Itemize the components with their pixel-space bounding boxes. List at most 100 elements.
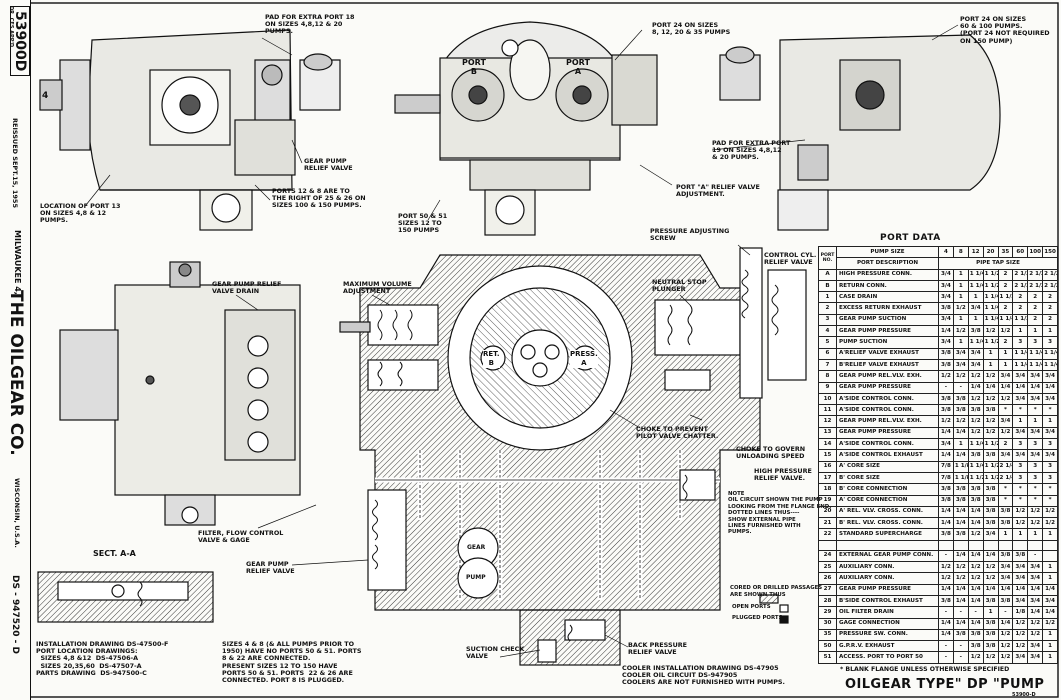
pipe-tap-cell: 1 1/2: [982, 279, 999, 293]
pipe-tap-cell: 3/4: [997, 449, 1014, 462]
pipe-tap-cell: [982, 540, 999, 551]
pipe-tap-cell: 2: [1027, 302, 1044, 315]
sizes-ports-note: SIZES 4 & 8 (& ALL PUMPS PRIOR TO 1950) …: [222, 640, 362, 685]
port-description-cell: GAGE CONNECTION: [836, 617, 939, 630]
pipe-tap-cell: 3/8: [952, 528, 969, 541]
installation-drawings-note: INSTALLATION DRAWING DS-47500-F PORT LOC…: [36, 640, 169, 677]
pipe-tap-cell: 3/8: [997, 549, 1014, 563]
port-a-label: PORT A: [566, 58, 590, 76]
pipe-tap-cell: 2: [997, 279, 1014, 293]
pipe-tap-cell: 3/8: [982, 483, 999, 496]
port-description-cell: [836, 540, 939, 551]
pipe-tap-cell: -: [967, 606, 984, 619]
port-legend-marks: [759, 594, 789, 624]
port-number-cell: 25: [818, 561, 837, 574]
pipe-tap-cell: 3/8: [997, 594, 1014, 608]
pipe-tap-cell: *: [1042, 494, 1058, 507]
pipe-tap-cell: 1: [1042, 628, 1058, 642]
pipe-tap-cell: -: [952, 381, 969, 394]
pipe-tap-cell: 1: [997, 528, 1014, 541]
pipe-tap-cell: *: [997, 494, 1014, 507]
port-number-cell: 20: [818, 505, 837, 519]
port-description-cell: GEAR PUMP PRESSURE: [836, 325, 939, 338]
pipe-tap-cell: 3: [1042, 438, 1058, 451]
port-description-cell: A' CORE SIZE: [836, 460, 939, 473]
port-description-cell: B'RELIEF VALVE EXHAUST: [836, 358, 939, 372]
pipe-tap-cell: 3/8: [967, 449, 984, 462]
port-description-cell: STANDARD SUPERCHARGE: [836, 528, 939, 541]
pipe-tap-cell: 1/2: [952, 370, 969, 383]
port24-large-note: PORT 24 ON SIZES 60 & 100 PUMPS. (PORT 2…: [960, 15, 1050, 45]
pipe-tap-cell: 2: [997, 438, 1014, 451]
pipe-tap-cell: 1/2: [982, 561, 999, 574]
port-number-cell: B: [818, 279, 837, 293]
pipe-tap-cell: 3/8: [1012, 549, 1029, 563]
pipe-tap-cell: 1/4: [938, 617, 954, 630]
pipe-tap-cell: 1/2: [967, 370, 984, 383]
pipe-tap-cell: 1 1/4: [1012, 358, 1029, 372]
port-number-cell: 6: [818, 347, 837, 360]
port-description-cell: A'SIDE CONTROL CONN.: [836, 438, 939, 451]
pipe-tap-cell: *: [997, 404, 1014, 417]
pipe-tap-cell: 3/4: [1027, 392, 1044, 406]
pipe-tap-cell: -: [952, 651, 969, 664]
pipe-tap-cell: 1/4: [967, 549, 984, 563]
size-col: 100: [1027, 245, 1044, 259]
ret-b-label: RET. B: [483, 350, 500, 368]
port-description-cell: A'RELIEF VALVE EXHAUST: [836, 347, 939, 360]
port24-small-note: PORT 24 ON SIZES 8, 12, 20 & 35 PUMPS: [652, 21, 731, 37]
pipe-tap-cell: 1 1/4: [1012, 347, 1029, 360]
pipe-tap-cell: 1 1/4: [967, 268, 984, 281]
pipe-tap-cell: 3/8: [982, 517, 999, 530]
pipe-tap-cell: 3: [1012, 336, 1029, 349]
pipe-tap-cell: 2 1/4: [997, 460, 1014, 473]
pipe-tap-cell: 3/4: [967, 302, 984, 315]
pipe-tap-cell: 1 1/8: [952, 471, 969, 485]
pipe-tap-cell: 1/4: [997, 583, 1014, 596]
pipe-tap-cell: 2: [1012, 291, 1029, 304]
pipe-tap-cell: 1 1/4: [967, 438, 984, 451]
pipe-tap-cell: 1/4: [1042, 583, 1058, 596]
port-description-cell: EXTERNAL GEAR PUMP CONN.: [836, 549, 939, 563]
pad-port18-note: PAD FOR EXTRA PORT 18 ON SIZES 4,8,12 & …: [265, 13, 355, 36]
pipe-tap-cell: *: [1012, 494, 1029, 507]
pipe-tap-cell: 1/2: [938, 561, 954, 574]
port-description-cell: G.P.R.V. EXHAUST: [836, 640, 939, 653]
port-number-cell: 8: [818, 370, 837, 383]
pipe-tap-cell: 1 1/4: [1027, 358, 1044, 372]
pipe-tap-cell: 3/4: [1027, 594, 1044, 608]
pipe-tap-cell: 3/8: [938, 483, 954, 496]
port-number-cell: 9: [818, 381, 837, 394]
svg-text:4: 4: [42, 91, 48, 101]
pipe-tap-cell: 3/8: [952, 404, 969, 417]
pipe-tap-cell: 3/4: [1012, 651, 1029, 664]
company-name: THE OILGEAR CO.: [6, 290, 26, 456]
pipe-tap-cell: 1/4: [967, 505, 984, 519]
pipe-tap-cell: 1/2: [982, 415, 999, 428]
pipe-tap-cell: 1: [1012, 528, 1029, 541]
pipe-tap-cell: 3: [1012, 471, 1029, 485]
pipe-tap-cell: 1 1/2: [967, 471, 984, 485]
pipe-tap-cell: 2 1/2: [1012, 268, 1029, 281]
pipe-tap-cell: 3/4: [938, 336, 954, 349]
pipe-tap-cell: 3/8: [952, 392, 969, 406]
port-row: [818, 540, 1058, 551]
pipe-tap-cell: 1/4: [1012, 381, 1029, 394]
pipe-tap-cell: 3/4: [1042, 594, 1058, 608]
cooler-note: COOLER INSTALLATION DRAWING DS-47905 COO…: [622, 664, 785, 687]
pipe-tap-cell: 7/8: [938, 460, 954, 473]
pipe-tap-cell: 1/2: [938, 415, 954, 428]
pipe-tap-cell: *: [1012, 483, 1029, 496]
pipe-tap-cell: 1/4: [952, 505, 969, 519]
gear-relief-drain-label: GEAR PUMP RELIEF VALVE DRAIN: [212, 280, 282, 296]
pipe-tap-cell: 2: [1042, 291, 1058, 304]
port-number-cell: 18: [818, 483, 837, 496]
side-view-right: [719, 34, 1001, 231]
pipe-tap-cell: 1/4: [952, 549, 969, 563]
